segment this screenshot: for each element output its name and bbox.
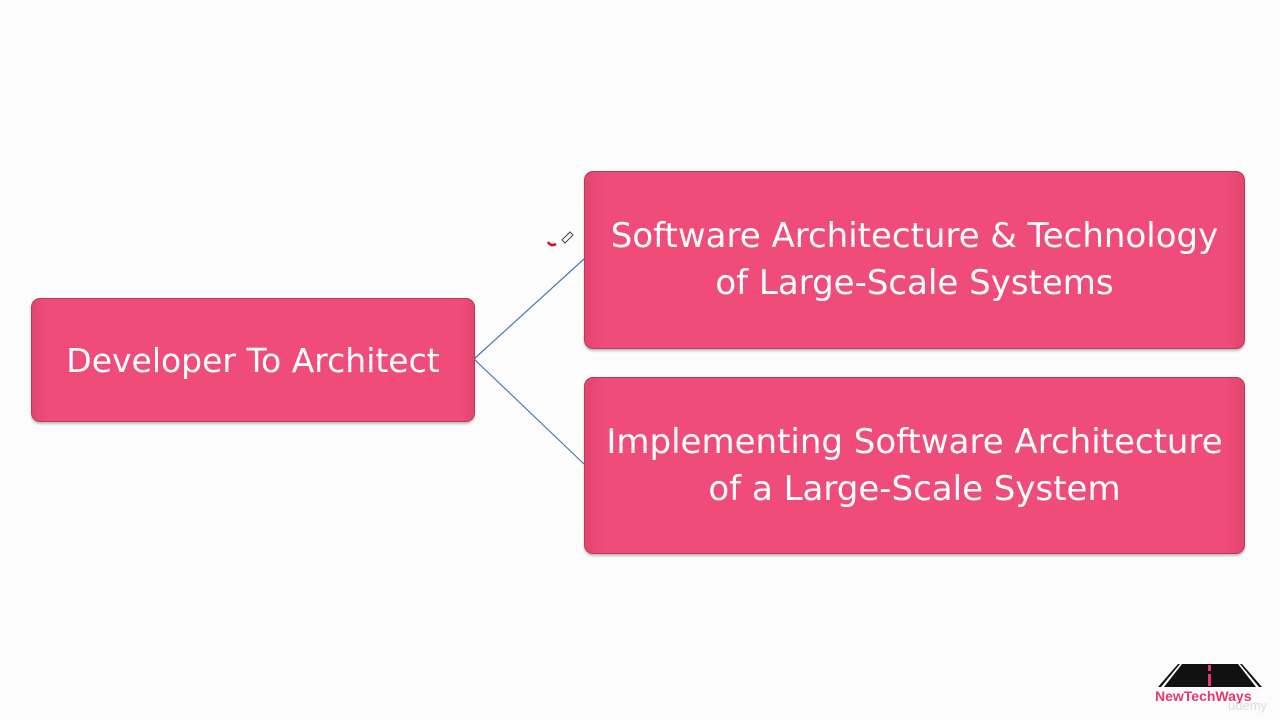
child-2-line-1: Implementing Software Architecture xyxy=(606,421,1223,462)
connector-to-child-1 xyxy=(473,258,585,360)
child-2-line-2: of a Large-Scale System xyxy=(708,468,1121,509)
pen-cursor-icon xyxy=(546,231,574,247)
child-1-line-1: Software Architecture & Technology xyxy=(610,216,1219,256)
child-node-2: Implementing Software Architecture of a … xyxy=(584,377,1245,554)
root-label: Developer To Architect xyxy=(66,340,440,380)
watermark: udemy xyxy=(1228,698,1268,713)
child-1-line-2: of Large-Scale Systems xyxy=(715,263,1114,303)
child-node-1: Software Architecture & Technology of La… xyxy=(584,171,1245,349)
root-node: Developer To Architect xyxy=(31,298,475,422)
connector-to-child-2 xyxy=(473,358,585,465)
road-logo-icon xyxy=(1158,664,1262,687)
brand-logo-text: NewTechWays xyxy=(1155,688,1252,704)
